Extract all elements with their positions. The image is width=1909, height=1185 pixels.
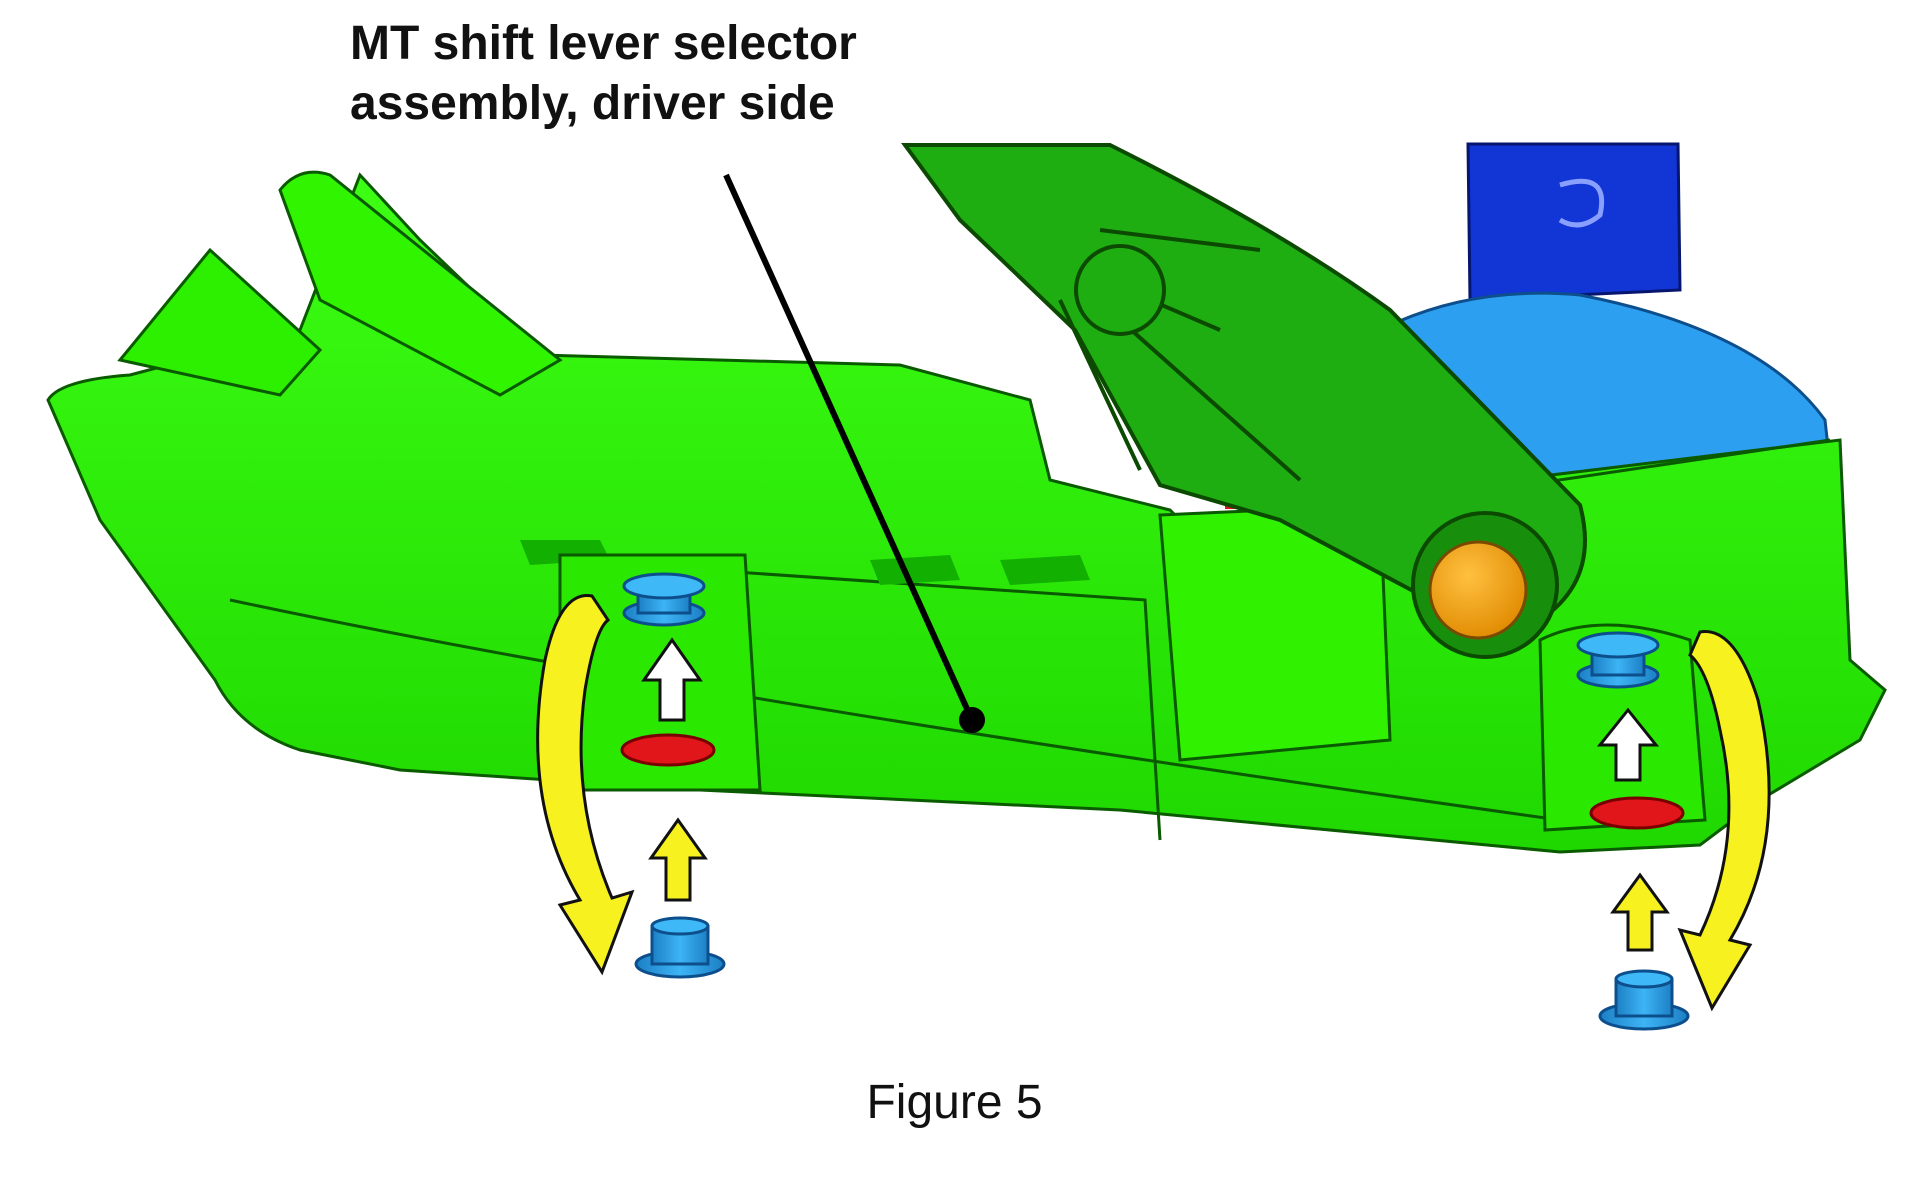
bushing-right-lower xyxy=(1598,969,1690,1031)
yellow-up-arrow-left xyxy=(648,817,708,902)
left-bushing-seat xyxy=(620,733,716,767)
bushing-left-lower xyxy=(634,916,726,979)
shift-lever xyxy=(901,143,1587,659)
pivot-pin xyxy=(1428,540,1528,640)
assembly-callout: MT shift lever selector assembly, driver… xyxy=(350,14,857,134)
figure-caption: Figure 5 xyxy=(866,1076,1043,1129)
right-bushing-seat xyxy=(1589,796,1685,830)
yellow-up-arrow-right xyxy=(1610,872,1670,952)
yellow-curved-arrow-left xyxy=(536,594,635,976)
blue-bracket xyxy=(1466,142,1682,302)
callout-line-2: assembly, driver side xyxy=(350,77,835,130)
callout-leader-line xyxy=(723,173,975,722)
yellow-curved-arrow-right xyxy=(1677,630,1771,1012)
white-up-arrow-right xyxy=(1596,707,1660,782)
callout-leader-dot xyxy=(959,707,985,733)
white-up-arrow-left xyxy=(641,637,703,722)
callout-line-1: MT shift lever selector xyxy=(350,17,857,70)
bushing-right-upper xyxy=(1576,631,1660,689)
bushing-left-upper xyxy=(622,572,706,627)
